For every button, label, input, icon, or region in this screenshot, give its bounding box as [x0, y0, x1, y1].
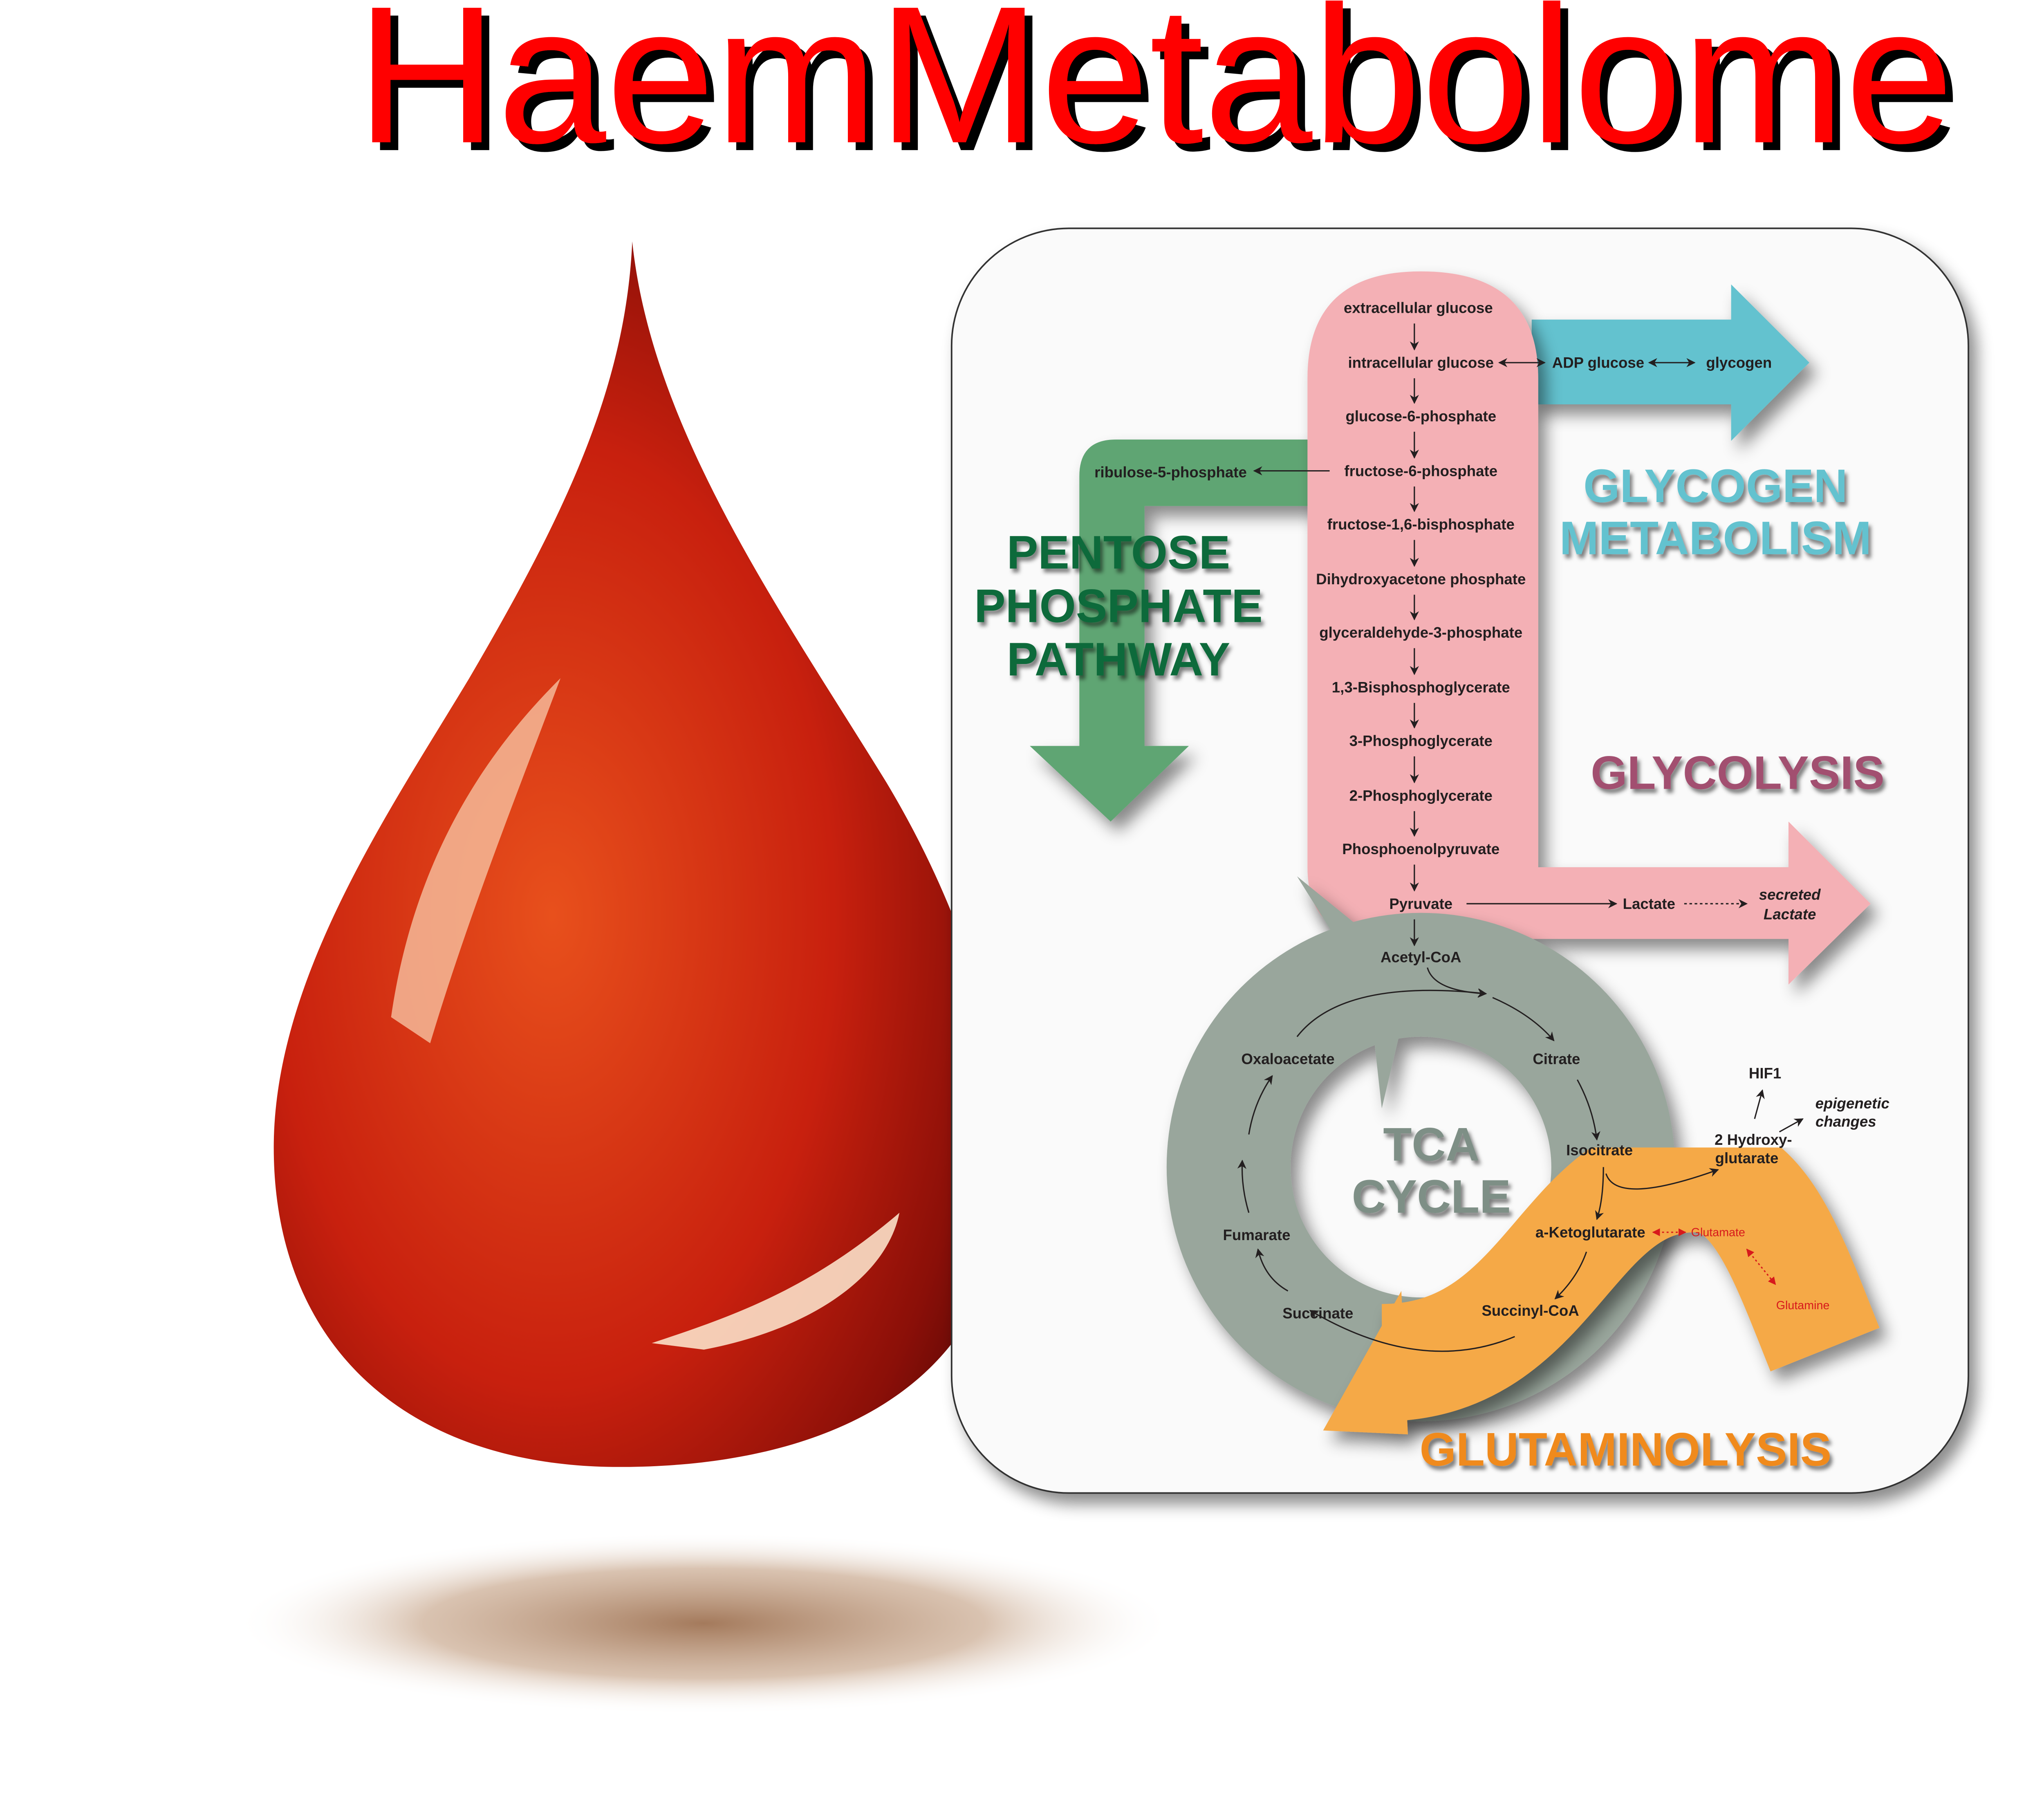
tca-arrows — [1237, 967, 1804, 1352]
succinyl-coa: Succinyl-CoA — [1481, 1302, 1579, 1319]
step: fructose-6-phosphate — [1344, 462, 1497, 479]
fumarate: Fumarate — [1223, 1227, 1290, 1243]
glutamate: Glutamate — [1691, 1226, 1745, 1239]
glycogen: glycogen — [1706, 354, 1772, 371]
2-hydroxyglutarate-1: 2 Hydroxy- — [1715, 1131, 1792, 1148]
drop-highlight — [391, 678, 561, 1043]
2-hydroxyglutarate-2: glutarate — [1715, 1150, 1779, 1167]
pentose-arrow — [1030, 440, 1317, 822]
glycogen-title-1: GLYCOGEN — [1583, 460, 1847, 512]
lactate: Lactate — [1623, 895, 1675, 912]
adp-glucose: ADP glucose — [1552, 354, 1644, 371]
drop-highlight-low — [652, 1212, 900, 1350]
title: HaemMetabolome — [356, 0, 1954, 184]
a-ketoglutarate: a-Ketoglutarate — [1535, 1224, 1645, 1241]
glycolysis-title: GLYCOLYSIS — [1591, 747, 1885, 799]
citrate: Citrate — [1533, 1050, 1580, 1067]
step: Acetyl-CoA — [1381, 949, 1461, 966]
tca-title-2: CYCLE — [1352, 1171, 1511, 1223]
succinate: Succinate — [1282, 1305, 1353, 1321]
glutamine-arrows — [1652, 1228, 1776, 1285]
step: Phosphoenolpyruvate — [1342, 841, 1499, 857]
step: 3-Phosphoglycerate — [1349, 732, 1493, 749]
blood-drop — [273, 241, 1006, 1467]
oxaloacetate: Oxaloacetate — [1241, 1050, 1334, 1067]
ribulose-5-phosphate: ribulose-5-phosphate — [1094, 464, 1247, 481]
step: Dihydroxyacetone phosphate — [1316, 571, 1526, 588]
step: fructose-1,6-bisphosphate — [1327, 516, 1515, 533]
hif1: HIF1 — [1749, 1065, 1781, 1082]
glycolysis-arrows — [1253, 323, 1618, 947]
secreted-lactate-2: Lactate — [1764, 906, 1816, 923]
epigenetic-changes-2: changes — [1815, 1113, 1876, 1130]
step: glyceraldehyde-3-phosphate — [1319, 624, 1522, 641]
step: extracellular glucose — [1344, 300, 1493, 316]
step: 2-Phosphoglycerate — [1349, 787, 1493, 804]
glutaminolysis-arrow — [1323, 1115, 1880, 1435]
pentose-title-3: PATHWAY — [1007, 633, 1230, 686]
step: glucose-6-phosphate — [1345, 408, 1496, 424]
tca-title-1: TCA — [1383, 1118, 1479, 1171]
glutamine: Glutamine — [1776, 1299, 1830, 1312]
pentose-title-1: PENTOSE — [1007, 527, 1230, 579]
isocitrate: Isocitrate — [1566, 1142, 1633, 1159]
step: intracellular glucose — [1348, 354, 1494, 371]
drop-shadow — [234, 1532, 1173, 1715]
glycogen-title-2: METABOLISM — [1560, 512, 1871, 565]
epigenetic-changes-1: epigenetic — [1815, 1095, 1889, 1112]
secreted-lactate-1: secreted — [1759, 886, 1821, 903]
step: 1,3-Bisphosphoglycerate — [1332, 679, 1510, 696]
step: Pyruvate — [1389, 895, 1452, 912]
section-titles: GLYCOGEN METABOLISM PENTOSE PHOSPHATE PA… — [974, 460, 1885, 1476]
glycolysis-arrow — [1307, 271, 1871, 985]
glutaminolysis-title: GLUTAMINOLYSIS — [1420, 1424, 1832, 1476]
pentose-title-2: PHOSPHATE — [974, 580, 1263, 632]
glycolysis-steps: extracellular glucose intracellular gluc… — [1316, 300, 1526, 966]
